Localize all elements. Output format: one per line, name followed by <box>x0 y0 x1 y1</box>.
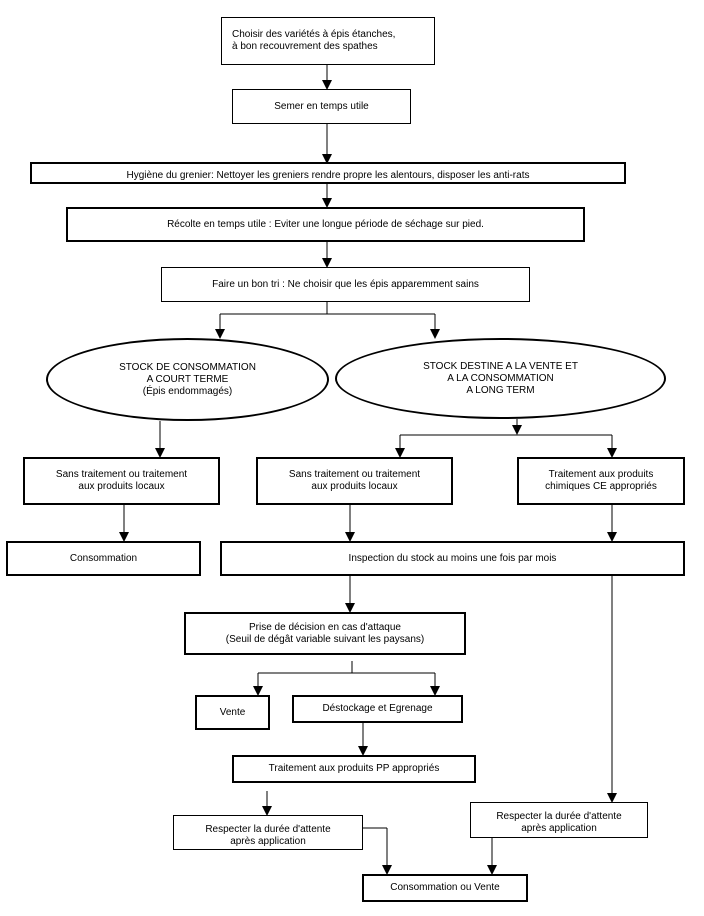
node-stock-short-term: STOCK DE CONSOMMATION A COURT TERME (Épi… <box>46 338 329 421</box>
node-waiting-left: Respecter la durée d'attente après appli… <box>173 815 363 850</box>
node-choose-varieties: Choisir des variétés à épis étanches, à … <box>221 17 435 65</box>
node-sow: Semer en temps utile <box>232 89 411 124</box>
node-inspection: Inspection du stock au moins une fois pa… <box>220 541 685 576</box>
node-harvest: Récolte en temps utile : Eviter une long… <box>66 207 585 242</box>
node-granary-hygiene: Hygiène du grenier: Nettoyer les grenier… <box>30 162 626 184</box>
node-no-treatment-middle: Sans traitement ou traitement aux produi… <box>256 457 453 505</box>
node-waiting-right: Respecter la durée d'attente après appli… <box>470 802 648 838</box>
node-pp-treatment: Traitement aux produits PP appropriés <box>232 755 476 783</box>
node-chemical-treatment: Traitement aux produits chimiques CE app… <box>517 457 685 505</box>
node-no-treatment-left: Sans traitement ou traitement aux produi… <box>23 457 220 505</box>
node-final-consumption-or-sale: Consommation ou Vente <box>362 874 528 902</box>
node-sale: Vente <box>195 695 270 730</box>
node-destocking: Déstockage et Egrenage <box>292 695 463 723</box>
node-decision: Prise de décision en cas d'attaque (Seui… <box>184 612 466 655</box>
node-consumption: Consommation <box>6 541 201 576</box>
node-sorting: Faire un bon tri : Ne choisir que les ép… <box>161 267 530 302</box>
node-stock-long-term: STOCK DESTINE A LA VENTE ET A LA CONSOMM… <box>335 338 666 419</box>
